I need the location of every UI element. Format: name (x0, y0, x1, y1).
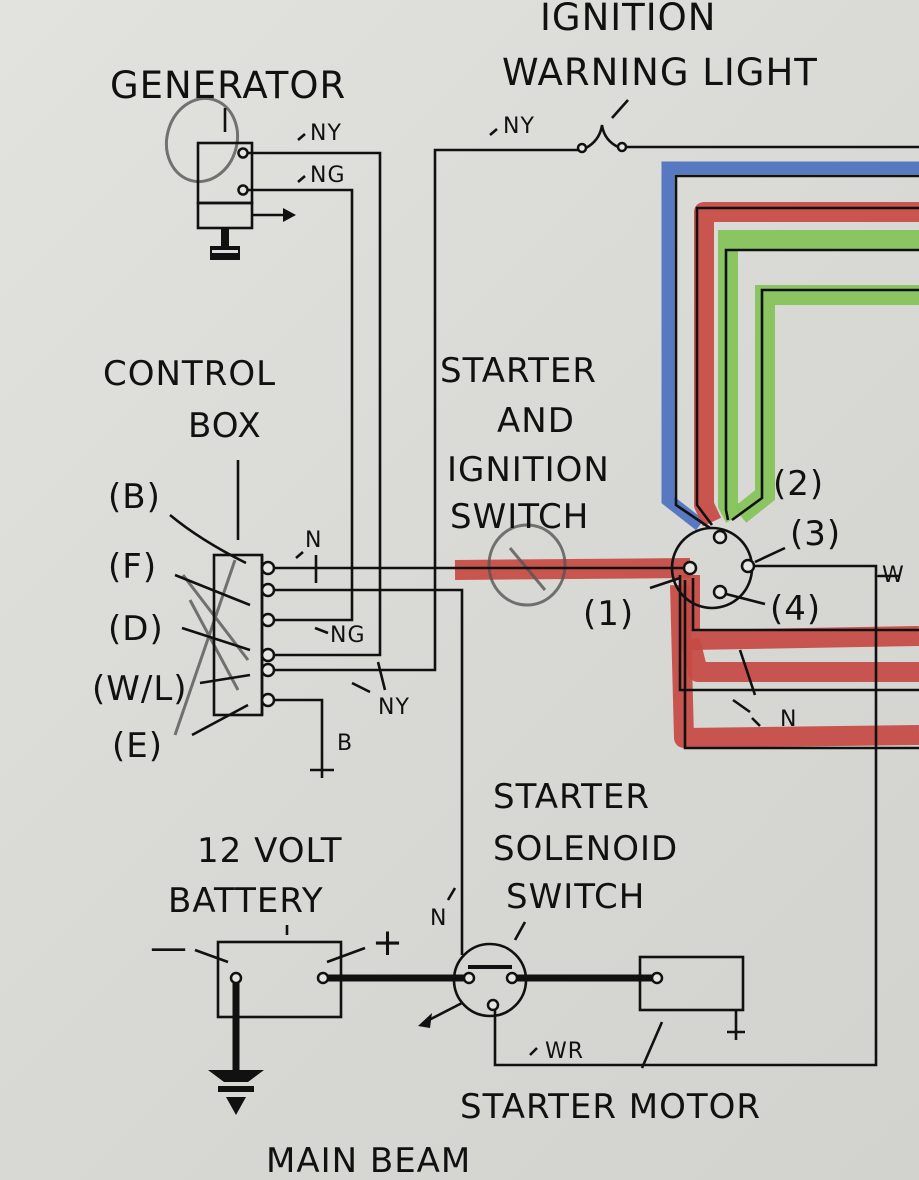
wire-code-cb-n: N (305, 528, 322, 553)
solenoid-arrow-icon (418, 1013, 432, 1028)
label-terminal-d: (D) (108, 609, 164, 649)
wire-code-cb-b: B (337, 731, 353, 756)
label-solenoid-1: STARTER (493, 777, 650, 817)
pencil-circle-switch (487, 523, 567, 607)
battery-positive-sign: + (372, 921, 404, 964)
red-highlight-wire-top (694, 202, 919, 527)
battery-body (216, 940, 343, 1019)
control-box-body (212, 553, 264, 717)
control-box (169, 460, 387, 737)
labels: GENERATOR IGNITION WARNING LIGHT CONTROL… (92, 0, 905, 1180)
starter-solenoid (418, 887, 528, 1028)
wire-code-cb-ny: NY (378, 695, 410, 720)
solenoid-terminal-out (505, 971, 519, 985)
label-ignition-warning-2: WARNING LIGHT (502, 51, 818, 94)
switch-terminal-4 (712, 584, 728, 600)
control-box-terminal-d (260, 647, 276, 663)
label-terminal-e: (E) (112, 726, 163, 766)
control-box-terminal-e (260, 692, 276, 708)
solenoid-terminal-in (462, 971, 476, 985)
wire-n-to-solenoid (272, 588, 464, 955)
label-starter-switch-2: AND (497, 401, 575, 441)
label-control-box-2: BOX (188, 406, 262, 446)
wire-ny-warning (272, 148, 580, 672)
label-starter-switch-4: SWITCH (450, 497, 589, 537)
control-box-terminal-b2 (260, 582, 276, 598)
wire-b-ground (272, 698, 324, 770)
wire-code-sw-n: N (780, 707, 797, 732)
wire-code-w-out: -W (874, 563, 905, 588)
wire-code-wr: WR (545, 1039, 584, 1064)
warning-light-symbol (585, 124, 619, 150)
label-starter-switch-3: IGNITION (447, 450, 610, 490)
red-highlight-loop-2 (680, 637, 919, 682)
wire-ng-generator (248, 188, 354, 622)
label-ignition-warning-1: IGNITION (540, 0, 717, 39)
label-terminal-b: (B) (108, 477, 161, 517)
battery-negative-terminal (229, 971, 243, 985)
battery-negative-sign: — (150, 926, 188, 969)
solenoid-body (452, 942, 528, 1018)
starter-motor-ground-icon (727, 1010, 745, 1040)
wire-code-gen-ng: NG (310, 163, 346, 188)
label-terminal-wl: (W/L) (92, 669, 188, 709)
control-box-terminal-f (260, 612, 276, 628)
green-highlight-wire-2 (733, 285, 919, 523)
solenoid-terminal-coil (486, 998, 500, 1012)
label-switch-terminal-3: (3) (790, 514, 841, 554)
label-battery-1: 12 VOLT (197, 831, 343, 871)
pencil-circle-generator (164, 96, 240, 184)
label-switch-terminal-4: (4) (770, 589, 821, 629)
label-terminal-f: (F) (108, 547, 157, 587)
control-box-terminal-wl (260, 662, 276, 678)
generator-endcap (196, 201, 254, 230)
label-generator: GENERATOR (110, 64, 346, 107)
switch-terminal-2 (712, 529, 728, 545)
label-battery-2: BATTERY (168, 881, 324, 921)
generator-earth-arrow-icon (283, 208, 296, 222)
starter-motor-body (638, 955, 745, 1012)
wire-code-warn-ny: NY (503, 114, 535, 139)
label-solenoid-2: SOLENOID (493, 829, 678, 869)
generator-terminal-f (237, 184, 249, 196)
generator-shaft (221, 228, 229, 246)
battery (194, 925, 366, 1115)
green-highlight-wire-1 (718, 230, 919, 523)
starter-motor-terminal (650, 971, 664, 985)
label-switch-terminal-1: (1) (583, 594, 634, 634)
wire-code-gen-ny: NY (310, 121, 342, 146)
wire-ny-generator (248, 151, 382, 657)
label-starter-switch-1: STARTER (440, 351, 597, 391)
blue-highlight-wire (661, 161, 919, 531)
generator-terminal-d (237, 147, 249, 159)
ground-icon (208, 1070, 264, 1082)
wire-code-sol-n: N (430, 906, 447, 931)
ignition-switch (649, 526, 786, 727)
switch-terminal-1 (682, 560, 698, 576)
wire-code-cb-ng: NG (330, 623, 366, 648)
switch-terminal-3 (740, 558, 756, 574)
wire-w-wr (493, 564, 878, 1067)
label-switch-terminal-2: (2) (773, 464, 824, 504)
battery-positive-terminal (316, 971, 330, 985)
label-control-box-1: CONTROL (103, 354, 276, 394)
label-main-beam: MAIN BEAM (266, 1141, 471, 1180)
label-starter-motor: STARTER MOTOR (460, 1087, 761, 1127)
control-box-terminal-b (260, 560, 276, 576)
starter-motor (529, 955, 745, 1069)
label-solenoid-3: SWITCH (506, 877, 645, 917)
wiring-lines (232, 99, 919, 1070)
generator (196, 108, 296, 260)
